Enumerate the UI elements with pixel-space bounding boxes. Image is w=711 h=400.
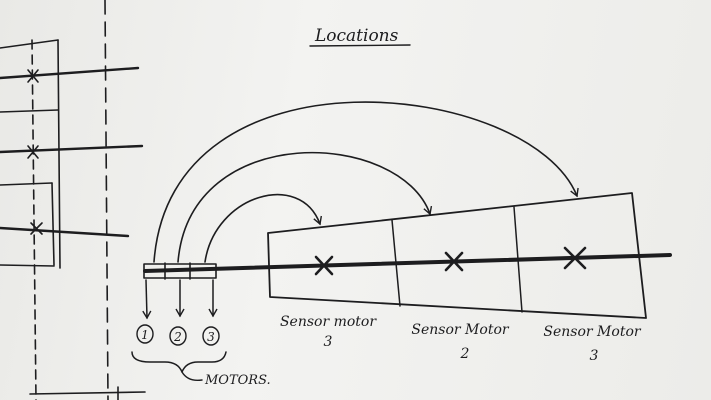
sensor-label-2-number: 2 bbox=[460, 346, 470, 362]
motor-circle-2 bbox=[169, 326, 187, 346]
sensor-label-1-number: 3 bbox=[324, 334, 333, 350]
sensor-marker-3 bbox=[563, 246, 587, 270]
left-partial-sketch bbox=[0, 0, 146, 400]
page-title: Locations bbox=[314, 26, 399, 46]
motor-block bbox=[143, 262, 217, 280]
motors-label: MOTORS. bbox=[204, 373, 271, 388]
motors-pointer bbox=[181, 371, 203, 382]
motors-brace bbox=[131, 351, 227, 373]
sensor-label-3-number: 3 bbox=[590, 348, 599, 364]
motor-number-1: 1 bbox=[141, 328, 149, 342]
motor-number-3: 3 bbox=[207, 330, 215, 344]
connection-arc-1 bbox=[204, 193, 322, 263]
sensor-marker-2 bbox=[444, 251, 464, 272]
sensor-label-3-name: Sensor Motor bbox=[543, 324, 641, 340]
title-underline bbox=[309, 44, 411, 47]
shaft-line bbox=[143, 253, 672, 273]
motor-circle-3 bbox=[202, 326, 220, 346]
sensor-label-2-name: Sensor Motor bbox=[411, 322, 509, 338]
motor-circle-1 bbox=[136, 324, 154, 344]
motor-number-2: 2 bbox=[173, 330, 182, 344]
connection-arc-3 bbox=[153, 101, 579, 263]
sensor-marker-1 bbox=[314, 255, 334, 276]
sensor-label-1-name: Sensor motor bbox=[280, 314, 377, 330]
motor-arrow-1 bbox=[142, 279, 152, 320]
connection-arc-2 bbox=[177, 151, 433, 263]
